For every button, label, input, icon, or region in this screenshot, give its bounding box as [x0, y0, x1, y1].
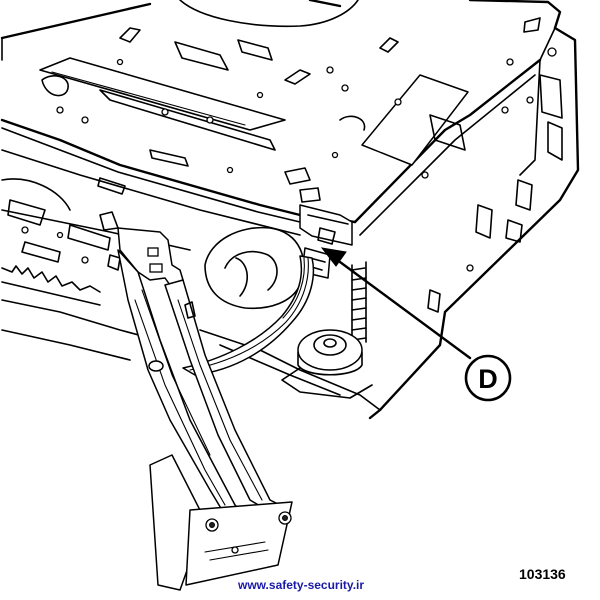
lower-mechanism	[1, 178, 121, 306]
callout-arrowhead	[320, 247, 347, 267]
callout-circle	[464, 354, 512, 402]
bracket-arm	[117, 227, 293, 591]
spring-assembly	[351, 261, 367, 346]
callout-label: D	[478, 364, 498, 394]
side-panel-details	[421, 47, 563, 313]
callout-arrow-icon	[338, 260, 472, 360]
figure-reference: 103136	[519, 566, 566, 582]
top-plate-details	[39, 0, 541, 203]
motor-pocket	[204, 204, 353, 310]
gear-wheel	[281, 329, 373, 399]
chassis-outline	[0, 0, 580, 420]
watermark-url: www.safety-security.ir	[238, 578, 365, 592]
callout-d: D	[320, 247, 512, 402]
ribbon-cable	[182, 255, 315, 376]
